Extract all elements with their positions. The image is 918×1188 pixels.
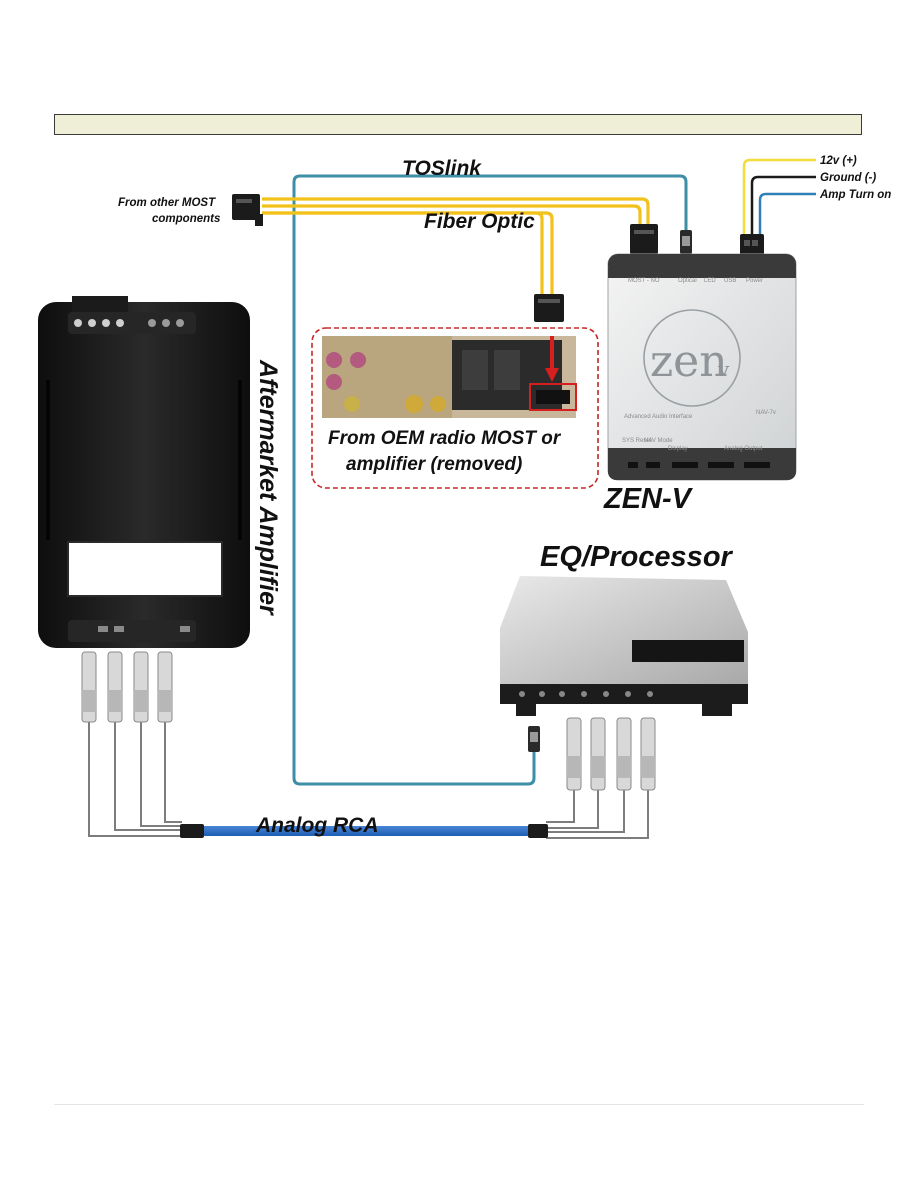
most-connector-zen — [630, 224, 658, 254]
toslink-cable — [292, 174, 688, 786]
power-wires — [742, 158, 816, 238]
zen-logo-ring — [643, 309, 741, 407]
eq-processor-device — [500, 576, 748, 716]
most-connector-oem — [534, 294, 564, 322]
zen-v-label: ZEN-V — [603, 483, 694, 515]
power-amp-turn-on-label: Amp Turn on — [819, 189, 891, 201]
power-ground-label: Ground (-) — [820, 172, 876, 184]
power-connector — [740, 234, 764, 256]
oem-label-line1: From OEM radio MOST or — [328, 428, 562, 449]
fiber-optic-cable — [262, 197, 650, 296]
aftermarket-amplifier-device — [38, 296, 250, 648]
zen-v-device: MOST - NO Optical LED USB Power zen v Ad… — [607, 253, 797, 481]
zen-front-label-analog: Analog Output — [724, 446, 763, 452]
zen-port-label-most: MOST - NO — [628, 278, 660, 284]
zen-logo: zen — [650, 336, 728, 387]
oem-most-port-highlight — [529, 383, 577, 411]
toslink-plug-zen — [680, 230, 692, 254]
zen-subtitle: Advanced Audio Interface — [624, 414, 693, 420]
fiber-optic-label: Fiber Optic — [424, 210, 535, 233]
from-other-most-label-line1: From other MOST — [118, 197, 216, 209]
most-connector-other — [232, 194, 263, 226]
rca-main-cable — [180, 824, 548, 838]
eq-processor-label: EQ/Processor — [540, 541, 734, 573]
zen-front-label-display: Display — [668, 446, 688, 452]
analog-rca-label: Analog RCA — [255, 814, 379, 837]
zen-port-label-power: Power — [746, 278, 763, 284]
rca-plugs-eq — [566, 717, 656, 791]
rca-cable-group-eq — [546, 790, 649, 839]
zen-port-label-led: LED — [704, 278, 716, 284]
power-12v-label: 12v (+) — [820, 155, 857, 167]
footer-divider — [54, 1104, 864, 1105]
oem-callout: From OEM radio MOST or amplifier (remove… — [311, 327, 599, 489]
zen-logo-v: v — [717, 357, 730, 381]
zen-front-label-reset: SYS Reset — [622, 438, 652, 444]
eq-display-panel — [632, 640, 744, 662]
zen-port-label-optical: Optical — [678, 278, 697, 284]
rca-plugs-amp — [81, 651, 173, 723]
aftermarket-amplifier-label: Aftermarket Amplifier — [254, 359, 282, 616]
from-other-most-label-line2: components — [152, 213, 220, 225]
down-arrow-icon — [545, 368, 559, 382]
zen-front-label-nav: NAV Mode — [644, 438, 673, 444]
zen-model: NAV-7v — [756, 410, 776, 416]
oem-label-line2: amplifier (removed) — [346, 454, 522, 475]
zen-port-label-usb: USB — [724, 278, 736, 284]
toslink-label: TOSlink — [402, 157, 482, 180]
section-header-bar — [54, 114, 862, 135]
toslink-plug-eq — [528, 726, 540, 752]
rca-cable-group-amp — [88, 720, 182, 837]
